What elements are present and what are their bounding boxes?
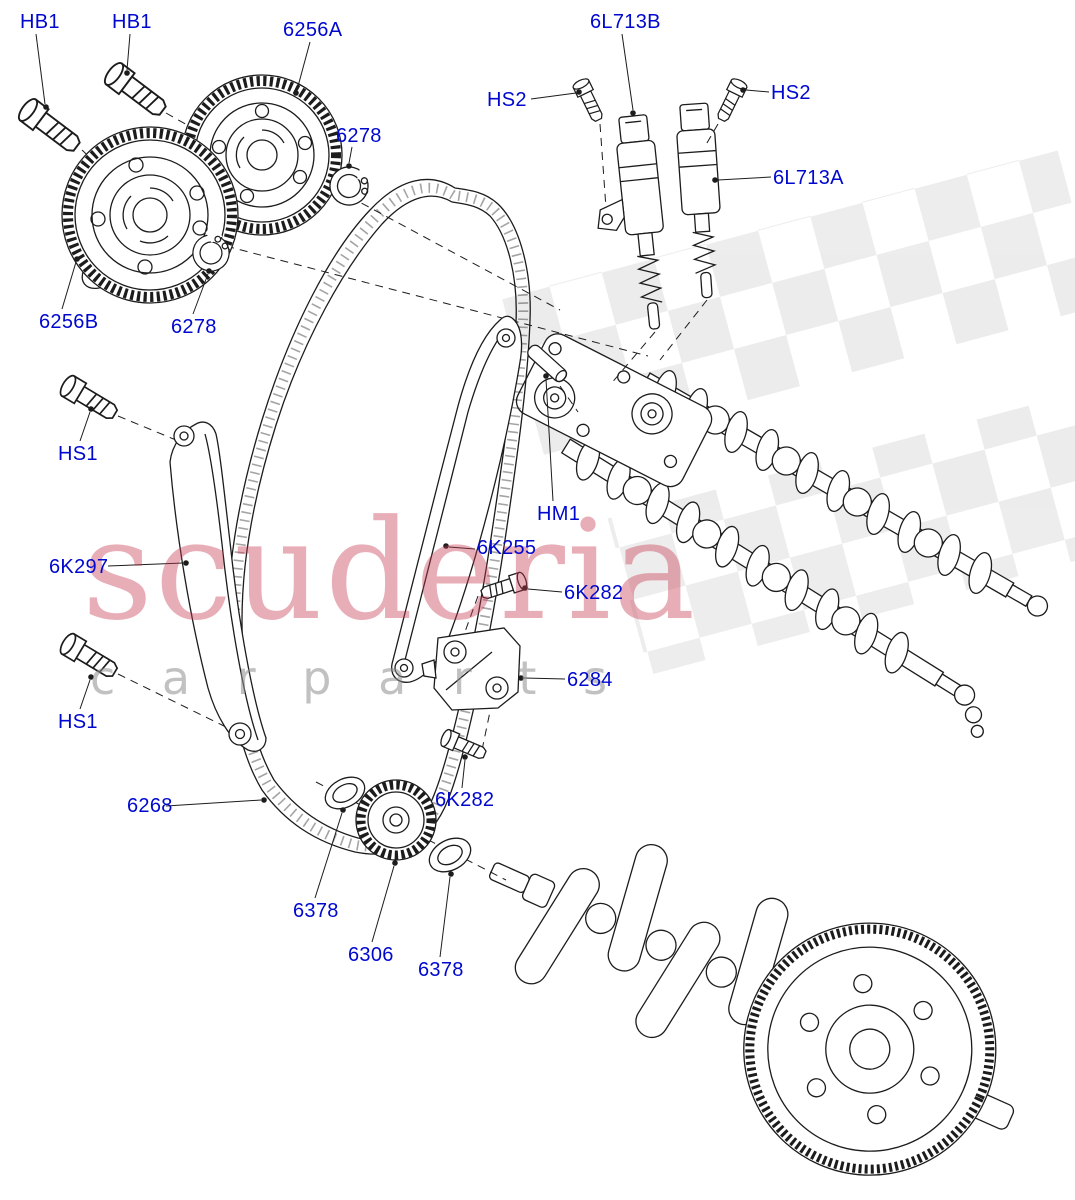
part-label-6256a[interactable]: 6256A — [283, 19, 343, 41]
crank-washer-left — [324, 776, 366, 810]
crankshaft — [488, 844, 1015, 1176]
part-label-6k297[interactable]: 6K297 — [49, 556, 109, 578]
chain-tensioner — [421, 627, 521, 711]
crank-washer-right — [428, 837, 472, 873]
snap-ring-upper — [329, 166, 374, 206]
flywheel-ring-gear — [743, 922, 997, 1176]
vvt-solenoid-b — [597, 114, 664, 330]
chain-guide-left — [169, 421, 267, 752]
part-label-hb1-2[interactable]: HB1 — [112, 11, 152, 33]
bolt-hs2-right — [713, 76, 749, 125]
chain-guide-right — [391, 315, 523, 683]
snap-ring-lower — [192, 225, 230, 272]
watermark-brand: scuderia — [82, 490, 697, 651]
part-label-6378-1[interactable]: 6378 — [293, 900, 339, 922]
part-label-6l713a[interactable]: 6L713A — [773, 167, 844, 189]
pivot-pin-hm1 — [527, 344, 568, 383]
part-label-6l713b[interactable]: 6L713B — [590, 11, 661, 33]
part-label-hs1-1[interactable]: HS1 — [58, 443, 98, 465]
vvt-solenoid-a — [676, 102, 721, 299]
vct-unit-front-6256b — [61, 126, 239, 304]
bolt-hs1-upper — [56, 372, 122, 425]
part-label-6378-2[interactable]: 6378 — [418, 959, 464, 981]
part-label-6k282-2[interactable]: 6K282 — [435, 789, 495, 811]
part-label-6k282-1[interactable]: 6K282 — [564, 582, 624, 604]
bolt-hb1-right — [100, 59, 172, 123]
part-label-6268[interactable]: 6268 — [127, 795, 173, 817]
bolt-hb1-left — [14, 95, 86, 159]
part-label-6256b[interactable]: 6256B — [39, 311, 99, 333]
part-label-hm1[interactable]: HM1 — [537, 503, 581, 525]
part-label-6278-1[interactable]: 6278 — [336, 125, 382, 147]
part-label-6284[interactable]: 6284 — [567, 669, 613, 691]
part-label-hs2-2[interactable]: HS2 — [771, 82, 811, 104]
camshaft-intake — [641, 369, 1049, 617]
part-label-hs2-1[interactable]: HS2 — [487, 89, 527, 111]
watermark-subtitle: c a r p a r t s — [90, 651, 623, 705]
leader-lines — [35, 33, 772, 958]
bolt-hs2-left — [571, 76, 607, 125]
part-label-6278-2[interactable]: 6278 — [171, 316, 217, 338]
camshaft-exhaust — [560, 438, 984, 738]
crank-sprocket — [355, 779, 437, 861]
part-label-6306[interactable]: 6306 — [348, 944, 394, 966]
part-label-6k255[interactable]: 6K255 — [477, 537, 537, 559]
part-label-hb1-1[interactable]: HB1 — [20, 11, 60, 33]
part-label-hs1-2[interactable]: HS1 — [58, 711, 98, 733]
